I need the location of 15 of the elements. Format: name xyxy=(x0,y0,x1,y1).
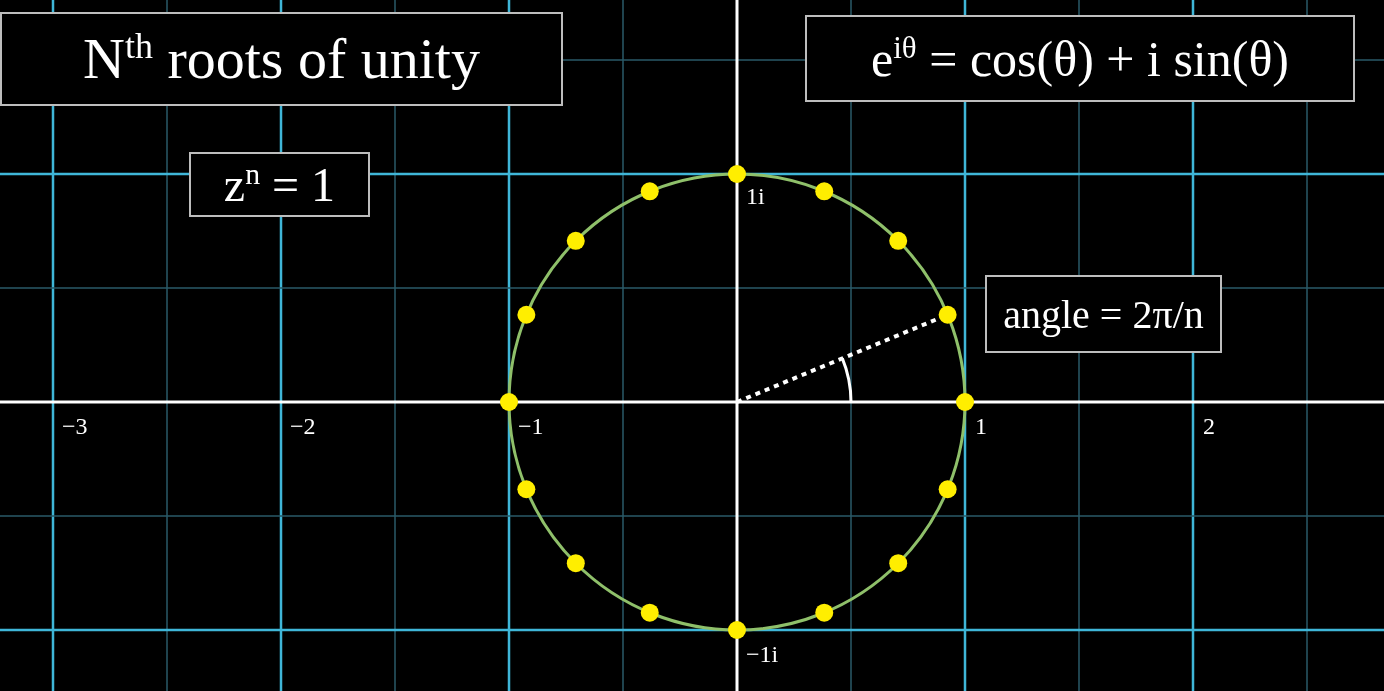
formula-box xyxy=(985,275,1222,353)
formula-text: z$^{n}$ = 1 xyxy=(223,157,336,212)
formula-text: angle = 2π/n xyxy=(1003,290,1204,338)
formula-box xyxy=(189,152,370,217)
axis-label: −3 xyxy=(62,414,88,438)
axis-label: −2 xyxy=(290,414,316,438)
formula-box xyxy=(0,12,563,106)
axis-label: 1i xyxy=(746,184,765,208)
axis-label: 1 xyxy=(975,414,987,438)
axis-label: 2 xyxy=(1203,414,1215,438)
axis-label: −1i xyxy=(746,642,779,666)
formula-box xyxy=(805,15,1355,102)
formula-text: e$^{iθ}$ = cos(θ) + i sin(θ) xyxy=(871,29,1289,88)
formula-text: N$^{th}$ roots of unity xyxy=(83,25,480,93)
axis-label: −1 xyxy=(518,414,544,438)
